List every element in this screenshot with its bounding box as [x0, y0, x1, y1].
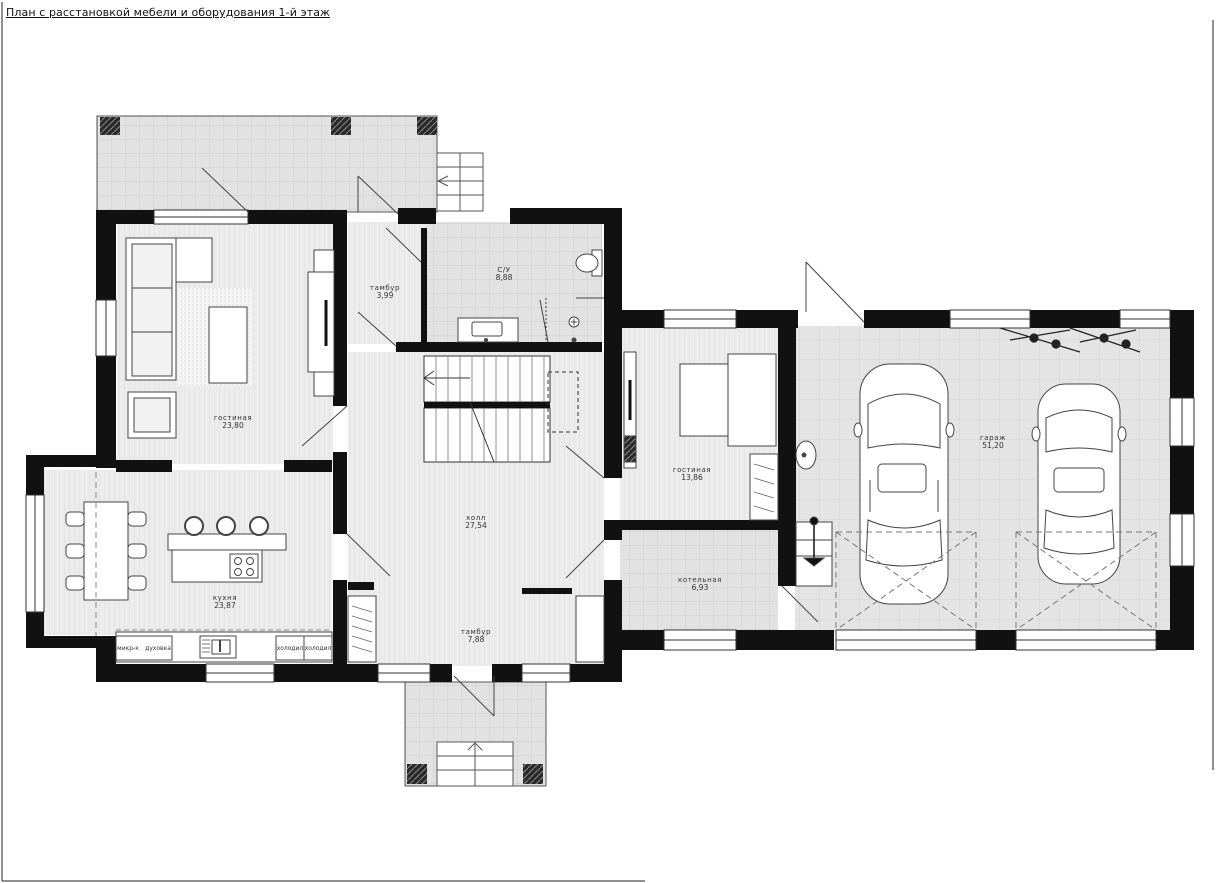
appliance-label-fridge-2: холодил — [305, 645, 332, 652]
room-area-living: 23,80 — [222, 421, 244, 430]
appliance-label-fridge-1: холодил — [277, 645, 304, 652]
room-name-tambur-north: тамбур — [370, 284, 400, 292]
dining-table — [65, 501, 147, 601]
kitchen-counter — [115, 631, 333, 663]
room-name-garage: гараж — [980, 434, 1006, 442]
bathroom-fixtures — [457, 249, 603, 343]
armchair — [127, 391, 177, 439]
kitchen-furniture — [65, 472, 333, 663]
entrance-steps — [436, 741, 514, 787]
garage-sink — [795, 440, 817, 470]
terrace-south — [404, 681, 547, 787]
room-area-garage: 51,20 — [982, 441, 1004, 450]
car-left — [853, 363, 955, 605]
room-area-boiler: 6,93 — [692, 583, 709, 592]
staircase — [423, 355, 579, 463]
guest-room-furniture — [623, 351, 779, 521]
room-name-guest: гостиная — [673, 466, 711, 474]
coffee-table — [208, 306, 248, 384]
room-name-sanuzel: С/У — [497, 266, 510, 274]
room-name-hall: холл — [466, 514, 486, 522]
room-area-guest: 13,86 — [681, 473, 703, 482]
drawing-title: План с расстановкой мебели и оборудовани… — [6, 6, 331, 19]
appliance-label-oven: духовка — [145, 645, 171, 652]
room-name-kitchen: кухня — [213, 594, 237, 602]
room-area-tambur-south: 7,88 — [468, 635, 485, 644]
room-area-hall: 27,54 — [465, 521, 487, 530]
room-labels: С/У 8,88 тамбур 3,99 гостиная 23,80 кухн… — [213, 266, 1006, 644]
room-area-tambur-north: 3,99 — [377, 291, 394, 300]
appliance-labels: микр-к духовка холодил холодил — [117, 645, 331, 652]
boiler-steps — [795, 516, 833, 587]
terrace-north — [96, 115, 484, 213]
appliance-label-microwave: микр-к — [117, 645, 139, 652]
bicycles — [999, 327, 1141, 353]
walls — [26, 208, 1194, 682]
room-name-boiler: котельная — [678, 576, 722, 584]
room-area-sanuzel: 8,88 — [496, 273, 513, 282]
terrace-steps — [436, 152, 484, 212]
room-area-kitchen: 23,87 — [214, 601, 236, 610]
kitchen-island — [167, 516, 287, 583]
car-right — [1031, 383, 1127, 585]
doors — [201, 167, 865, 717]
tv-unit — [307, 249, 335, 397]
room-name-living: гостиная — [214, 414, 252, 422]
sofa — [125, 237, 213, 381]
garage-contents — [795, 327, 1157, 631]
windows — [25, 209, 1195, 683]
hall-furniture — [347, 595, 605, 663]
room-name-tambur-south: тамбур — [461, 628, 491, 636]
garage-door-swings — [835, 531, 1157, 631]
living-room-furniture — [125, 237, 335, 439]
